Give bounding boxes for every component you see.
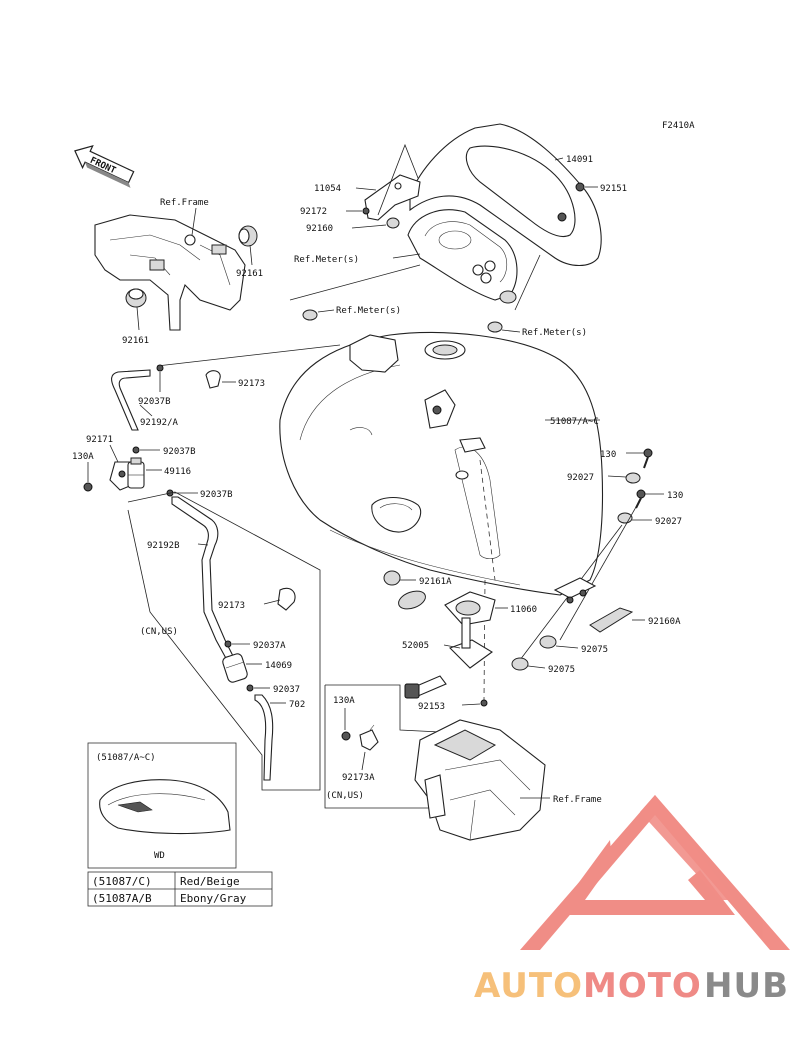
- callout-130A-b: 130A: [333, 696, 355, 706]
- callout-92037B-c: 92037B: [200, 490, 233, 500]
- callout-92037A: 92037A: [253, 641, 286, 651]
- screw-92153: [480, 699, 488, 707]
- clamp-92037B-a: [156, 364, 164, 372]
- valve-49116: [127, 457, 145, 489]
- callout-130-b: 130: [667, 491, 683, 501]
- pump-52005: [404, 617, 493, 699]
- hose-702: [254, 694, 274, 781]
- pad-92160A: [553, 577, 634, 633]
- rubber-92161-a: [238, 225, 258, 247]
- color-table-color-2: Ebony/Gray: [180, 892, 247, 905]
- screw-92172: [362, 207, 370, 215]
- callout-92192B: 92192B: [147, 541, 180, 551]
- callout-ref-meter-b: Ref.Meter(s): [336, 306, 401, 316]
- callout-92160: 92160: [306, 224, 333, 234]
- front-arrow-icon: FRONT: [74, 144, 135, 188]
- rubber-92161-b: [125, 288, 147, 308]
- callout-14069: 14069: [265, 661, 292, 671]
- fuel-tank-51087: [279, 331, 604, 596]
- clip-92173A: [359, 724, 379, 751]
- watermark-part-1: AUTO: [474, 966, 583, 1006]
- grommet-ref-meter-c: [487, 321, 503, 333]
- figure-code: F2410A: [662, 121, 695, 131]
- watermark-part-2: MOTO: [583, 966, 702, 1006]
- clamp-92037B-b: [132, 446, 140, 454]
- callout-92037B-b: 92037B: [163, 447, 196, 457]
- rubber-92075-a: [539, 635, 557, 649]
- clip-92173-a: [205, 370, 221, 389]
- grommet-92160: [386, 217, 400, 229]
- bracket-11054: [364, 174, 421, 221]
- frame-bottom: [414, 719, 546, 841]
- tank-inset: (51087/A~C) WD: [87, 742, 237, 869]
- callout-92172: 92172: [300, 207, 327, 217]
- grommet-ref-meter-b: [302, 309, 318, 321]
- color-table: (51087/C) Red/Beige (51087A/B Ebony/Gray: [87, 871, 273, 907]
- watermark-text: AUTO MOTO HUB: [474, 966, 789, 1006]
- clip-92173-b: [277, 587, 296, 611]
- bracket-92171: [109, 461, 133, 491]
- callout-cn-us-a: (CN,US): [140, 627, 178, 637]
- callout-51087: 51087/A~C: [550, 417, 599, 427]
- callout-92027-a: 92027: [567, 473, 594, 483]
- callout-92160A: 92160A: [648, 617, 681, 627]
- rubber-92075-b: [511, 657, 529, 671]
- meter-cover-14091: [409, 123, 602, 267]
- callout-ref-frame-top: Ref.Frame: [160, 198, 209, 208]
- callout-52005: 52005: [402, 641, 429, 651]
- callout-92161A: 92161A: [419, 577, 452, 587]
- bolt-130A-b: [341, 731, 351, 741]
- callout-11054: 11054: [314, 184, 341, 194]
- watermark-part-3: HUB: [704, 966, 789, 1006]
- callout-92192A: 92192/A: [140, 418, 179, 428]
- callout-702: 702: [289, 700, 305, 710]
- frame-bracket-top: [94, 214, 246, 331]
- callout-92173-b: 92173: [218, 601, 245, 611]
- watermark-logo: [520, 795, 790, 950]
- filter-14069: [222, 653, 248, 683]
- screw-92151: [575, 182, 585, 192]
- callout-49116: 49116: [164, 467, 191, 477]
- hose-92192A: [111, 369, 151, 431]
- logo-triangle-inner: [555, 840, 735, 915]
- bolt-130A-a: [83, 482, 93, 492]
- callout-92161-a: 92161: [236, 269, 263, 279]
- meter-assembly: [407, 209, 518, 304]
- callout-92075-b: 92075: [548, 665, 575, 675]
- callout-130A-a: 130A: [72, 452, 94, 462]
- callout-ref-meter-a: Ref.Meter(s): [294, 255, 359, 265]
- gasket-11060: [398, 590, 496, 626]
- callout-92173A: 92173A: [342, 773, 375, 783]
- callout-92161-b: 92161: [122, 336, 149, 346]
- bolt-130-a: [643, 448, 653, 469]
- callout-92151: 92151: [600, 184, 627, 194]
- callout-cn-us-b: (CN,US): [326, 791, 364, 801]
- callout-92027-b: 92027: [655, 517, 682, 527]
- washer-92027-a: [625, 472, 641, 484]
- hose-92192B: [171, 496, 236, 663]
- inset-caption: WD: [154, 851, 165, 861]
- callout-11060: 11060: [510, 605, 537, 615]
- color-table-color-1: Red/Beige: [180, 875, 240, 888]
- callout-92037: 92037: [273, 685, 300, 695]
- callout-ref-frame-bottom: Ref.Frame: [553, 795, 602, 805]
- color-table-code-1: (51087/C): [92, 875, 152, 888]
- clamp-92037A: [224, 640, 232, 648]
- callout-130-a: 130: [600, 450, 616, 460]
- callout-14091: 14091: [566, 155, 593, 165]
- callout-92171: 92171: [86, 435, 113, 445]
- clamp-92037: [246, 684, 254, 692]
- callout-92173-a: 92173: [238, 379, 265, 389]
- inset-title: (51087/A~C): [96, 753, 156, 763]
- callout-92075-a: 92075: [581, 645, 608, 655]
- color-table-code-2: (51087A/B: [92, 892, 152, 905]
- callout-92153: 92153: [418, 702, 445, 712]
- rubber-92161A: [383, 570, 401, 586]
- logo-triangle-outer: [520, 795, 790, 950]
- callout-ref-meter-c: Ref.Meter(s): [522, 328, 587, 338]
- callout-92037B-a: 92037B: [138, 397, 171, 407]
